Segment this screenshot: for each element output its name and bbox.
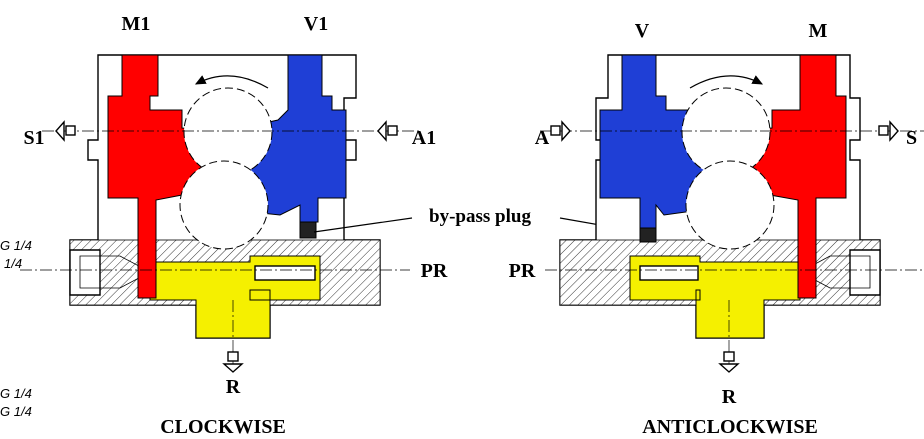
left-r-port-arrow [222, 351, 244, 373]
left-note-4: G 1/4 [0, 404, 32, 419]
left-caption: CLOCKWISE [160, 416, 286, 438]
right-a-port-arrow [550, 120, 571, 142]
left-port-r: R [226, 376, 241, 398]
left-bypass-plug [299, 221, 317, 239]
right-port-m: M [809, 20, 828, 42]
left-note-3: G 1/4 [0, 386, 32, 401]
right-end-nut [849, 249, 881, 296]
left-a1-port-arrow [377, 120, 398, 142]
right-rotation-arrow [689, 75, 764, 89]
left-pump-view [20, 54, 420, 373]
left-port-s1: S1 [23, 127, 44, 149]
right-lower-gear [685, 160, 775, 250]
right-port-pr: PR [509, 260, 536, 282]
left-note-2: 1/4 [4, 256, 22, 271]
right-s-port-arrow [878, 120, 899, 142]
right-port-v: V [635, 20, 650, 42]
right-port-a: A [535, 127, 550, 149]
right-suction-channel [743, 54, 847, 299]
right-port-s: S [906, 127, 917, 149]
right-bypass-plug [639, 227, 657, 243]
right-caption: ANTICLOCKWISE [642, 416, 818, 438]
left-note-1: G 1/4 [0, 238, 32, 253]
bypass-callout-line-left [313, 217, 413, 233]
right-pump-view [540, 54, 924, 373]
right-port-r: R [722, 386, 737, 408]
left-upper-gear [183, 87, 273, 177]
left-rotation-arrow [194, 75, 269, 89]
left-s1-port-arrow [55, 120, 76, 142]
left-port-pr: PR [421, 260, 448, 282]
left-lower-gear [179, 160, 269, 250]
left-port-m1: M1 [122, 13, 151, 35]
left-end-nut [69, 249, 101, 296]
left-port-v1: V1 [304, 13, 328, 35]
right-upper-gear [681, 87, 771, 177]
right-r-port-arrow [718, 351, 740, 373]
bypass-plug-label: by-pass plug [429, 206, 531, 227]
left-port-a1: A1 [412, 127, 436, 149]
